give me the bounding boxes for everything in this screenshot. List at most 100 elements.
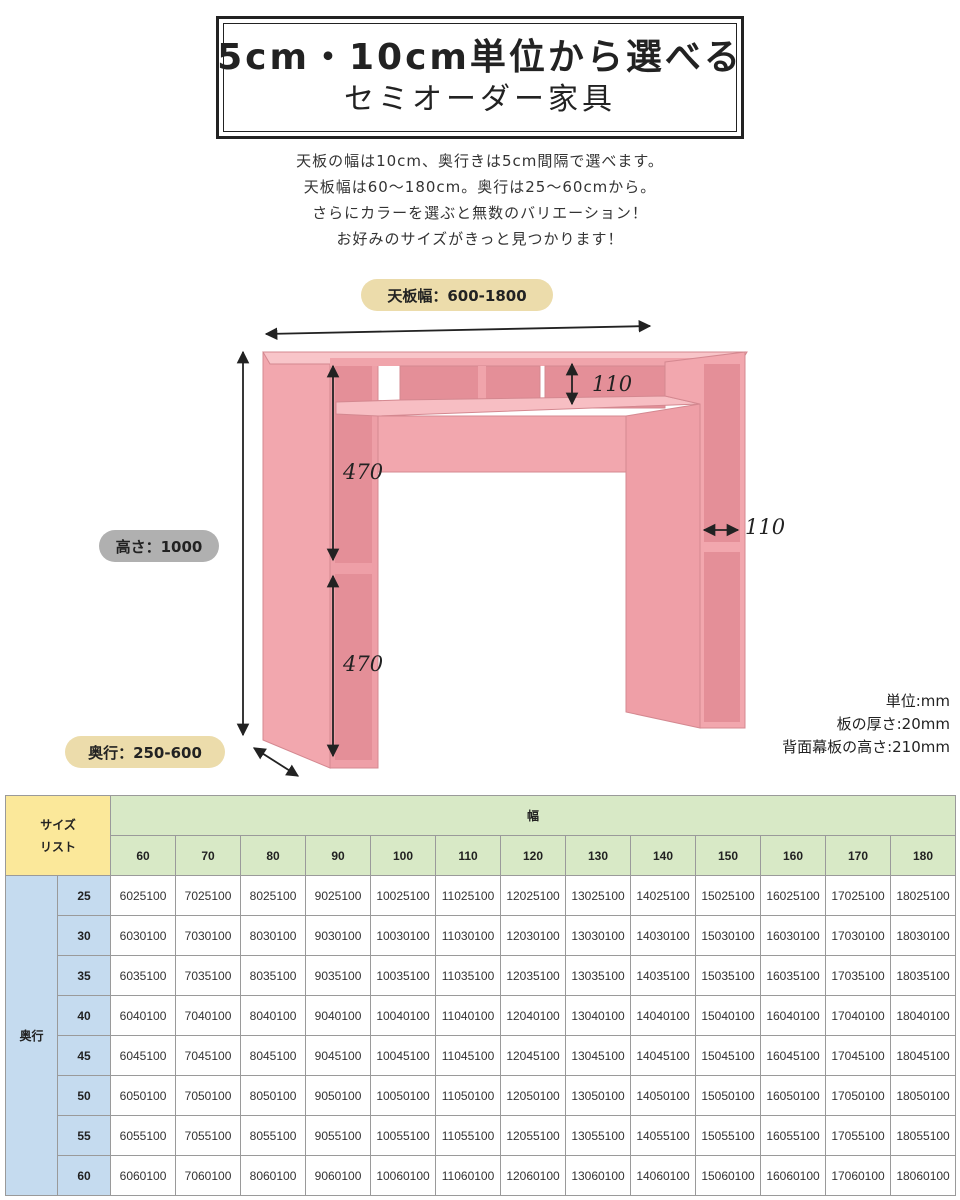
back-panel-height-label: 背面幕板の高さ:210mm bbox=[782, 738, 950, 756]
size-code-cell: 8055100 bbox=[240, 1115, 307, 1156]
depth-row-header: 55 bbox=[56, 1115, 112, 1156]
width-col-header: 160 bbox=[760, 835, 827, 876]
size-code-cell: 11040100 bbox=[435, 995, 502, 1036]
corner-line: リスト bbox=[40, 839, 77, 854]
table-corner: サイズ リスト bbox=[4, 795, 112, 876]
size-code-cell: 6055100 bbox=[110, 1115, 177, 1156]
size-code-cell: 7055100 bbox=[175, 1115, 242, 1156]
depth-row-header: 30 bbox=[56, 915, 112, 956]
title-box: 5cm・10cm単位から選べる セミオーダー家具 bbox=[216, 16, 744, 139]
depth-row-header: 50 bbox=[56, 1075, 112, 1116]
intro-line: 天板の幅は10cm、奥行きは5cm間隔で選べます。 bbox=[296, 152, 664, 170]
size-code-cell: 17035100 bbox=[825, 955, 892, 996]
size-code-cell: 15040100 bbox=[695, 995, 762, 1036]
depth-header: 奥行 bbox=[5, 875, 58, 1196]
width-col-header: 150 bbox=[695, 835, 762, 876]
size-code-cell: 6025100 bbox=[110, 875, 177, 916]
size-code-cell: 12035100 bbox=[500, 955, 567, 996]
size-code-cell: 6040100 bbox=[110, 995, 177, 1036]
width-col-header: 130 bbox=[565, 835, 632, 876]
size-code-cell: 13030100 bbox=[565, 915, 632, 956]
dim-upper-height: 470 bbox=[342, 460, 383, 484]
size-code-cell: 11045100 bbox=[435, 1035, 502, 1076]
size-code-cell: 7050100 bbox=[175, 1075, 242, 1116]
size-code-cell: 16040100 bbox=[760, 995, 827, 1036]
left-cabinet-lower-cavity bbox=[335, 574, 372, 760]
size-code-cell: 11055100 bbox=[435, 1115, 502, 1156]
board-thickness-label: 板の厚さ:20mm bbox=[836, 715, 950, 733]
intro-line: お好みのサイズがきっと見つかります！ bbox=[336, 230, 624, 248]
size-code-cell: 14045100 bbox=[630, 1035, 697, 1076]
size-code-cell: 9060100 bbox=[305, 1155, 372, 1196]
size-code-cell: 9045100 bbox=[305, 1035, 372, 1076]
dim-lower-height: 470 bbox=[342, 652, 383, 676]
right-cabinet-lower-cavity bbox=[704, 552, 740, 722]
depth-row-header: 40 bbox=[56, 995, 112, 1036]
size-code-cell: 10050100 bbox=[370, 1075, 437, 1116]
size-code-cell: 7045100 bbox=[175, 1035, 242, 1076]
size-code-cell: 16025100 bbox=[760, 875, 827, 916]
title-main: 5cm・10cm単位から選べる bbox=[217, 36, 743, 78]
size-code-cell: 14050100 bbox=[630, 1075, 697, 1116]
intro-line: さらにカラーを選ぶと無数のバリエーション！ bbox=[312, 204, 648, 222]
size-code-cell: 15060100 bbox=[695, 1155, 762, 1196]
size-code-cell: 18035100 bbox=[890, 955, 957, 996]
width-col-header: 180 bbox=[890, 835, 957, 876]
size-code-cell: 8060100 bbox=[240, 1155, 307, 1196]
size-code-cell: 7035100 bbox=[175, 955, 242, 996]
size-code-cell: 12060100 bbox=[500, 1155, 567, 1196]
size-code-cell: 12045100 bbox=[500, 1035, 567, 1076]
width-col-header: 80 bbox=[240, 835, 307, 876]
size-code-cell: 10045100 bbox=[370, 1035, 437, 1076]
corner-line: サイズ bbox=[40, 817, 76, 832]
unit-label: 単位:mm bbox=[885, 692, 950, 710]
units-info: 単位:mm 板の厚さ:20mm 背面幕板の高さ:210mm bbox=[782, 690, 950, 759]
size-code-cell: 7025100 bbox=[175, 875, 242, 916]
size-code-cell: 13055100 bbox=[565, 1115, 632, 1156]
size-code-cell: 14060100 bbox=[630, 1155, 697, 1196]
size-code-cell: 17055100 bbox=[825, 1115, 892, 1156]
width-col-header: 140 bbox=[630, 835, 697, 876]
size-code-cell: 11030100 bbox=[435, 915, 502, 956]
width-col-header: 120 bbox=[500, 835, 567, 876]
width-col-header: 90 bbox=[305, 835, 372, 876]
size-code-cell: 18060100 bbox=[890, 1155, 957, 1196]
dim-shelf-top: 110 bbox=[592, 372, 632, 396]
size-code-cell: 9035100 bbox=[305, 955, 372, 996]
depth-row-header: 25 bbox=[56, 875, 112, 916]
back-panel bbox=[377, 415, 627, 473]
size-code-cell: 15025100 bbox=[695, 875, 762, 916]
right-leg bbox=[625, 403, 701, 729]
dim-shelf-side: 110 bbox=[745, 515, 785, 539]
size-code-cell: 11035100 bbox=[435, 955, 502, 996]
width-col-header: 100 bbox=[370, 835, 437, 876]
size-code-cell: 9030100 bbox=[305, 915, 372, 956]
size-code-cell: 15055100 bbox=[695, 1115, 762, 1156]
intro-line: 天板幅は60～180cm。奥行は25～60cmから。 bbox=[303, 178, 657, 196]
size-code-cell: 14040100 bbox=[630, 995, 697, 1036]
size-code-cell: 8025100 bbox=[240, 875, 307, 916]
size-code-cell: 6030100 bbox=[110, 915, 177, 956]
height-label-pill: 高さ：1000 bbox=[99, 530, 219, 562]
size-code-cell: 18055100 bbox=[890, 1115, 957, 1156]
size-code-cell: 12050100 bbox=[500, 1075, 567, 1116]
width-arrow bbox=[264, 319, 652, 341]
size-code-cell: 18040100 bbox=[890, 995, 957, 1036]
size-code-cell: 9040100 bbox=[305, 995, 372, 1036]
size-code-cell: 13060100 bbox=[565, 1155, 632, 1196]
size-code-cell: 8030100 bbox=[240, 915, 307, 956]
size-code-cell: 17030100 bbox=[825, 915, 892, 956]
size-code-cell: 15035100 bbox=[695, 955, 762, 996]
left-cabinet-upper-cavity bbox=[335, 363, 372, 563]
size-code-cell: 6035100 bbox=[110, 955, 177, 996]
left-cabinet-side bbox=[262, 351, 331, 769]
size-code-cell: 14035100 bbox=[630, 955, 697, 996]
depth-row-header: 60 bbox=[56, 1155, 112, 1196]
